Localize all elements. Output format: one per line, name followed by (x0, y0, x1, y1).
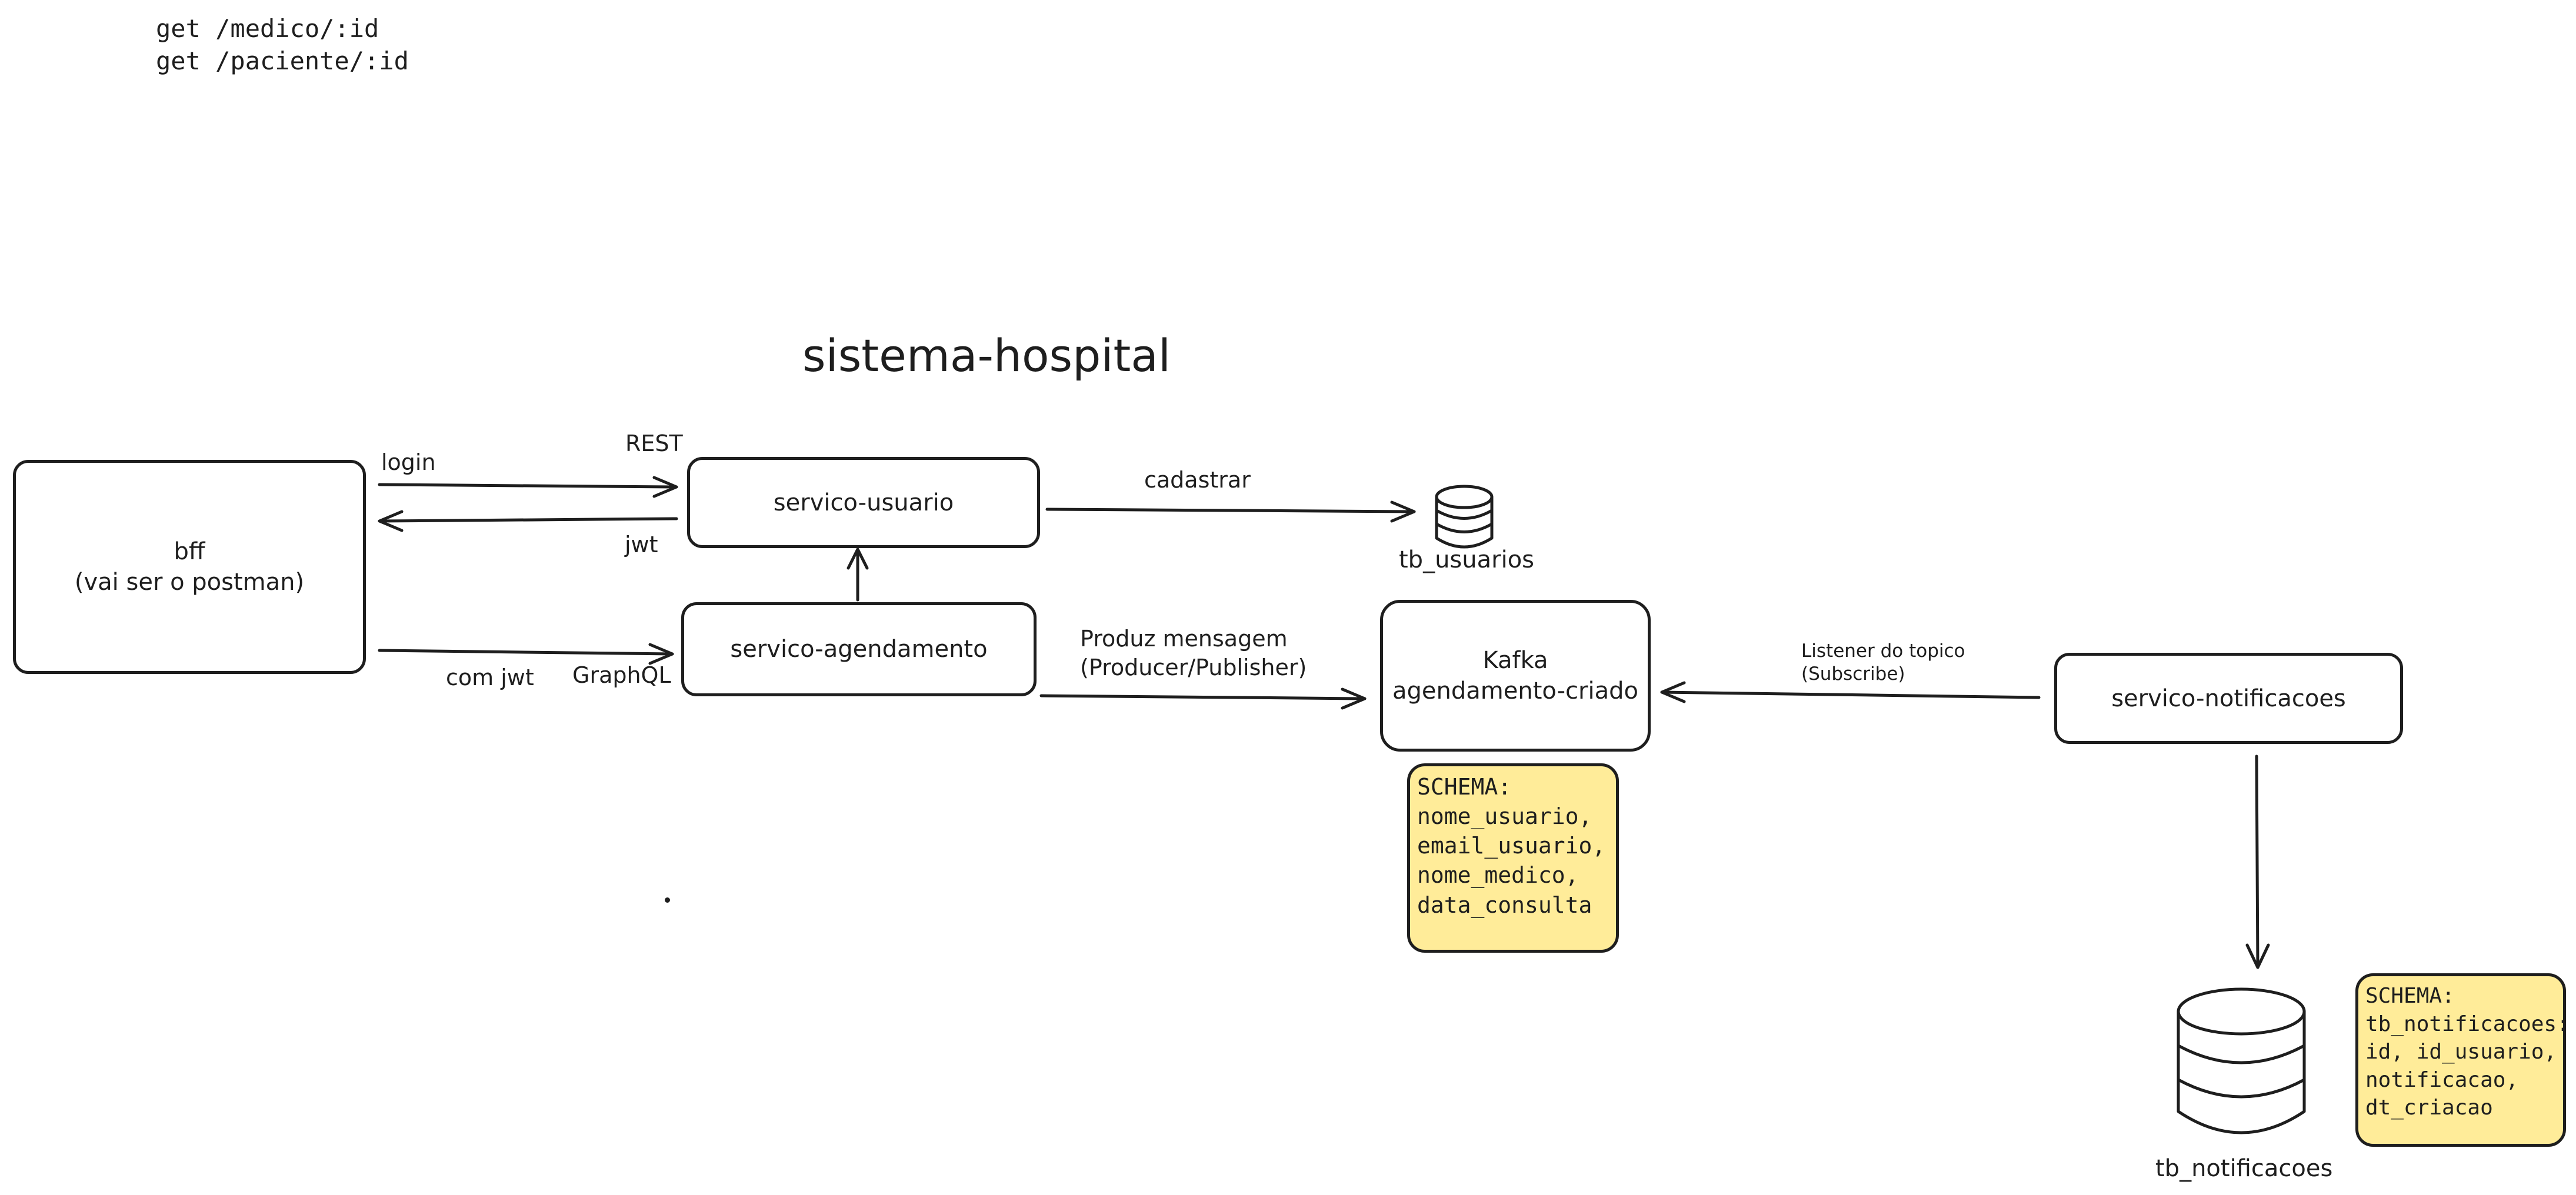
edge-label-jwt: jwt (625, 532, 658, 558)
edge-com-jwt (378, 643, 674, 665)
schema-line: nome_usuario, (1417, 803, 1592, 830)
produz-line-2: (Producer/Publisher) (1080, 655, 1307, 681)
edge-cadastrar (1045, 500, 1416, 523)
schema-line: SCHEMA: (1417, 774, 1512, 800)
diagram-title: sistema-hospital (802, 329, 1171, 382)
edge-label-com-jwt: com jwt (446, 665, 534, 690)
servico-usuario-label: servico-usuario (773, 489, 954, 516)
schema-line: nome_medico, (1417, 862, 1579, 889)
servico-agendamento-node: servico-agendamento (681, 602, 1037, 696)
route-medico: get /medico/:id (156, 14, 379, 43)
kafka-topic: agendamento-criado (1392, 677, 1638, 705)
schema-line: email_usuario, (1417, 833, 1606, 859)
edge-label-cadastrar: cadastrar (1144, 467, 1251, 493)
schema-line: tb_notificacoes: (2365, 1012, 2570, 1036)
servico-usuario-node: servico-usuario (687, 457, 1040, 548)
edge-label-rest: REST (625, 430, 683, 456)
stray-dot (665, 897, 670, 903)
servico-agendamento-label: servico-agendamento (730, 636, 988, 663)
tb-usuarios-label: tb_usuarios (1399, 546, 1534, 573)
tb-notificacoes-label: tb_notificacoes (2155, 1155, 2333, 1182)
servico-notificacoes-label: servico-notificacoes (2111, 685, 2346, 712)
edge-agendamento-usuario (847, 548, 869, 602)
schema-line: notificacao, (2365, 1067, 2519, 1092)
route-paciente: get /paciente/:id (156, 46, 409, 75)
listener-line-2: (Subscribe) (1801, 663, 1905, 685)
edge-jwt (378, 510, 678, 532)
edge-notificacoes-db (2245, 755, 2270, 969)
edge-label-produz: Produz mensagem (Producer/Publisher) (1080, 625, 1307, 683)
edge-label-login: login (381, 449, 436, 475)
kafka-schema-note: SCHEMA: nome_usuario, email_usuario, nom… (1407, 763, 1619, 953)
schema-line: data_consulta (1417, 892, 1592, 918)
produz-line-1: Produz mensagem (1080, 626, 1288, 652)
kafka-title: Kafka (1482, 647, 1548, 674)
edge-label-listener: Listener do topico (Subscribe) (1801, 640, 1965, 686)
edge-label-graphql: GraphQL (572, 662, 671, 688)
schema-line: id, id_usuario, (2365, 1040, 2557, 1064)
schema-line: dt_criacao (2365, 1096, 2493, 1120)
bff-title: bff (174, 538, 205, 565)
servico-notificacoes-node: servico-notificacoes (2054, 653, 2403, 744)
edge-login (378, 476, 678, 498)
edge-produz (1039, 687, 1367, 710)
bff-node: bff (vai ser o postman) (13, 460, 366, 674)
route-list: get /medico/:id get /paciente/:id (156, 13, 409, 77)
bff-subtitle: (vai ser o postman) (74, 569, 305, 596)
database-icon (1435, 485, 1494, 549)
notificacoes-schema-note: SCHEMA: tb_notificacoes: id, id_usuario,… (2355, 973, 2570, 1147)
database-icon (2177, 987, 2306, 1134)
kafka-node: Kafka agendamento-criado (1380, 600, 1651, 752)
schema-line: SCHEMA: (2365, 984, 2455, 1008)
listener-line-1: Listener do topico (1801, 640, 1965, 662)
edge-listener (1660, 681, 2041, 703)
